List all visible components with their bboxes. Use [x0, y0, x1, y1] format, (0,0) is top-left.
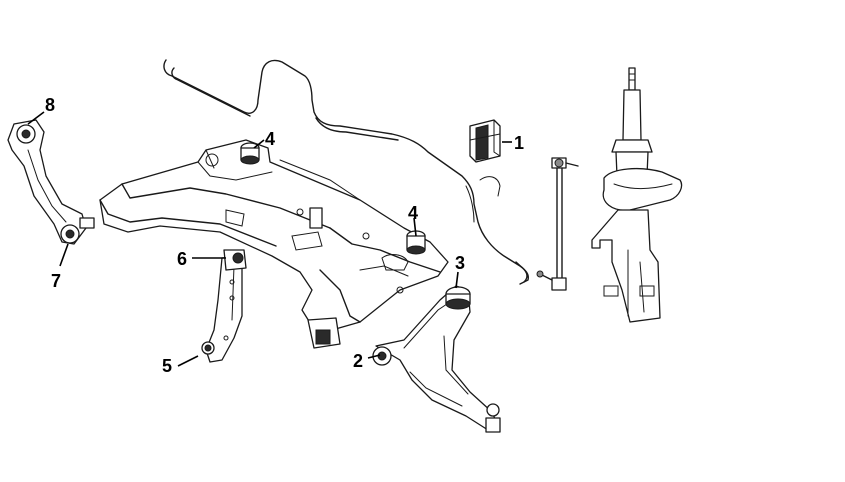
callout-1: 1	[514, 133, 524, 153]
stabilizer-link	[536, 157, 579, 291]
stabilizer-bar	[163, 59, 530, 285]
link-bracket	[201, 249, 247, 363]
callout-labels: 1 2 3 4 4 5 6 7 8	[45, 95, 524, 376]
subframe-mount-left	[240, 142, 260, 165]
callout-8: 8	[45, 95, 55, 115]
callout-2: 2	[353, 351, 363, 371]
callout-5: 5	[162, 356, 172, 376]
ball-joint	[485, 403, 501, 433]
lower-control-arm	[375, 285, 499, 431]
callout-4-lower: 4	[408, 203, 418, 223]
callout-4-upper: 4	[265, 129, 275, 149]
control-arm-rear-bushing	[445, 286, 471, 310]
callout-7: 7	[51, 271, 61, 291]
front-subframe	[99, 139, 449, 349]
callout-6: 6	[177, 249, 187, 269]
leader-lines	[27, 111, 512, 367]
stabilizer-bushing	[469, 119, 501, 163]
strut-assembly	[591, 67, 683, 323]
callout-3: 3	[455, 253, 465, 273]
left-stabilizer-link	[7, 119, 95, 245]
